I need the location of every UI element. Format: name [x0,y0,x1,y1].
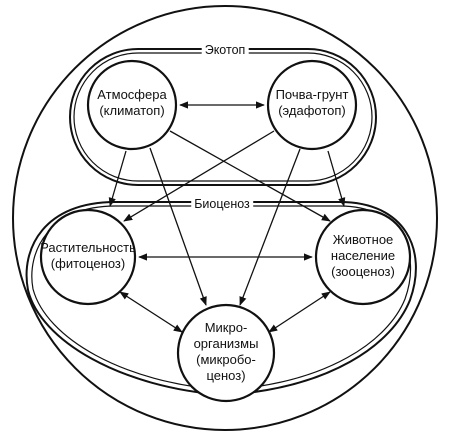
vegetation-label-line1: Растительность [40,240,136,255]
arrow-soil-microorganisms [239,148,301,306]
arrow-soil-vegetation [123,130,275,222]
atmosphere-label-line1: Атмосфера [97,87,167,102]
animals-node [314,208,412,306]
soil-label-line1: Почва-грунт [275,87,349,102]
atmosphere-label: Атмосфера (климатоп) [97,87,166,119]
vegetation-label-line2: (фитоценоз) [50,256,126,271]
soil-label: Почва-грунт (эдафотоп) [276,87,349,119]
soil-label-line2: (эдафотоп) [278,103,346,118]
animals-label-line2: население [330,248,396,263]
arrow-animals-microorganisms [268,291,331,333]
microorganisms-label-line4: ценоз) [206,368,246,383]
arrow-vegetation-microorganisms [119,291,183,333]
arrow-atmosphere-vegetation [108,150,127,207]
vegetation-label: Растительность (фитоценоз) [40,240,136,272]
biocenosis-label: Биоценоз [191,196,253,212]
microorganisms-label-line3: (микробо- [196,352,256,367]
arrow-atmosphere-microorganisms [149,147,207,306]
microorganisms-label: Микро- организмы (микробо- ценоз) [194,320,259,384]
arrow-soil-animals [327,150,346,207]
vegetation-node [39,208,137,306]
soil-node [266,59,358,151]
ecotope-label: Экотоп [201,42,249,58]
arrow-atmosphere-animals [169,130,331,222]
animals-label-line3: (зооценоз) [331,264,395,279]
animals-label: Животное население (зооценоз) [331,232,395,280]
animals-label-line1: Животное [332,232,394,247]
microorganisms-label-line1: Микро- [204,320,248,335]
atmosphere-label-line2: (климатоп) [99,103,165,118]
microorganisms-node [176,303,276,403]
relation-arrows [108,101,346,333]
atmosphere-node [86,59,178,151]
microorganisms-label-line2: организмы [193,336,259,351]
ecosystem-outer-circle [12,5,438,431]
